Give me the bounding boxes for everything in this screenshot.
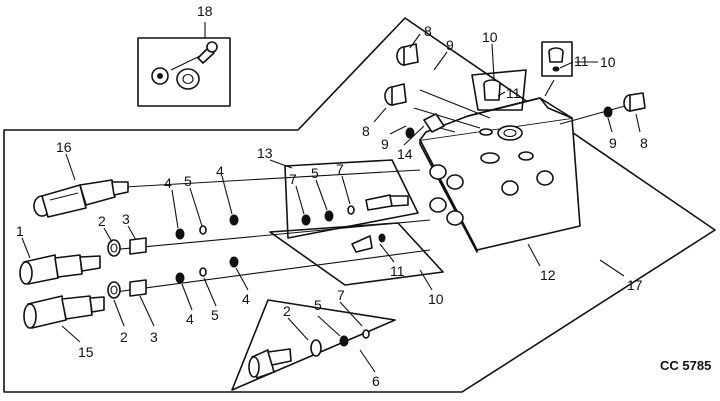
callout-9b: 9	[381, 136, 389, 152]
callout-12: 12	[540, 267, 556, 283]
callout-18: 18	[197, 3, 213, 19]
callout-11a: 11	[506, 85, 521, 101]
screws-11	[351, 47, 564, 253]
plugs-8	[384, 43, 646, 112]
callout-4b: 4	[216, 163, 224, 179]
callout-4c: 4	[186, 311, 194, 327]
callout-5b: 5	[211, 307, 219, 323]
bracket-14	[423, 113, 445, 133]
callout-9c: 9	[609, 135, 617, 151]
leader-lines	[21, 33, 641, 373]
callout-7a: 7	[289, 171, 297, 187]
figure-code: CC 5785	[660, 358, 711, 373]
callout-11b: 11	[574, 53, 589, 69]
fitting-1	[19, 254, 101, 285]
callout-13: 13	[257, 145, 273, 161]
callout-10b: 10	[600, 54, 616, 70]
screw-washer-inset	[151, 41, 218, 90]
group-box-10-upper	[471, 69, 527, 111]
callout-14: 14	[397, 146, 413, 162]
callout-11c: 11	[390, 263, 405, 279]
callout-9a: 9	[446, 37, 454, 53]
cartridge-13	[365, 194, 409, 211]
callout-5a: 5	[184, 173, 192, 189]
callout-1: 1	[16, 223, 24, 239]
callout-17: 17	[627, 277, 643, 293]
callout-2b: 2	[120, 329, 128, 345]
callout-3a: 3	[122, 211, 130, 227]
assembly-axis-lines	[109, 89, 626, 293]
group-box-10-right	[541, 41, 573, 77]
callout-7c: 7	[337, 287, 345, 303]
group-box-13	[284, 159, 419, 239]
callout-2c: 2	[283, 303, 291, 319]
callout-8c: 8	[640, 135, 648, 151]
valve-body-block	[419, 97, 581, 253]
callout-7b: 7	[336, 161, 344, 177]
callout-5c: 5	[311, 165, 319, 181]
callout-6: 6	[372, 373, 380, 389]
callout-10a: 10	[482, 29, 498, 45]
callout-15: 15	[78, 344, 94, 360]
callout-5d: 5	[314, 297, 322, 313]
fitting-16	[33, 179, 129, 218]
group-box-10-lower	[269, 222, 444, 286]
callout-16: 16	[56, 139, 72, 155]
callout-8a: 8	[424, 23, 432, 39]
callout-8b: 8	[362, 123, 370, 139]
callout-3b: 3	[150, 329, 158, 345]
callout-10c: 10	[428, 291, 444, 307]
assembly-boundary	[3, 17, 716, 393]
callout-4a: 4	[164, 175, 172, 191]
plug-6	[248, 329, 370, 379]
washers-and-rings	[107, 106, 613, 299]
callout-4d: 4	[242, 291, 250, 307]
inset-box-18	[137, 37, 231, 107]
callout-2a: 2	[98, 213, 106, 229]
callout-labels: 18 16 1 15 2 3 2 3 4 5 4 4 5 4 13 7 5 7 …	[16, 3, 648, 389]
fitting-15	[23, 295, 105, 329]
